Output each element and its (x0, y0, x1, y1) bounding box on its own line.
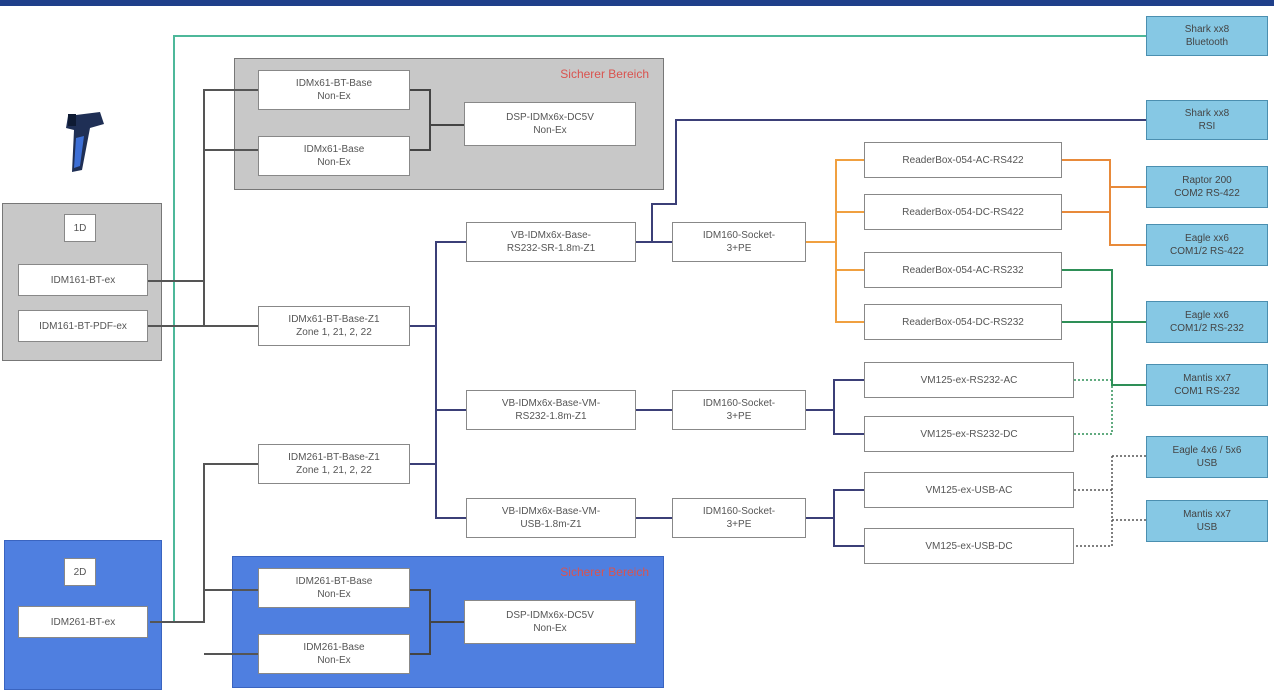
vm125-rs232-ac: VM125-ex-RS232-AC (864, 362, 1074, 398)
target-eagle-rs422: Eagle xx6 COM1/2 RS-422 (1146, 224, 1268, 266)
target-mantis-usb: Mantis xx7 USB (1146, 500, 1268, 542)
wire-1d-to-bases (148, 89, 258, 327)
cable-vb-vm-rs232: VB-IDMx6x-Base-VM- RS232-1.8m-Z1 (466, 390, 636, 430)
base-idmx61-nonex: IDMx61-Base Non-Ex (258, 136, 410, 176)
wire-bottom-bases-to-dsp (410, 589, 464, 655)
barcode-scanner-icon (66, 112, 104, 172)
wire-socket3-vm (806, 489, 864, 547)
header-bar (0, 0, 1274, 6)
wire-z1-to-cables (410, 241, 466, 519)
target-shark-rsi: Shark xx8 RSI (1146, 100, 1268, 140)
base-idm261-bt-nonex: IDM261-BT-Base Non-Ex (258, 568, 410, 608)
scanner-idm261-bt-ex: IDM261-BT-ex (18, 606, 148, 638)
vm125-usb-dc: VM125-ex-USB-DC (864, 528, 1074, 564)
label-1d: 1D (64, 214, 96, 242)
wire-socket1-readerboxes (806, 159, 864, 323)
wire-vm-rs232-mantis (1074, 379, 1113, 435)
target-eagle-rs232: Eagle xx6 COM1/2 RS-232 (1146, 301, 1268, 343)
label-2d: 2D (64, 558, 96, 586)
wire-rs422-targets (1062, 159, 1146, 246)
safe-area-top-label: Sicherer Bereich (560, 67, 649, 81)
target-shark-bluetooth: Shark xx8 Bluetooth (1146, 16, 1268, 56)
target-mantis-rs232: Mantis xx7 COM1 RS-232 (1146, 364, 1268, 406)
base-idmx61-bt-z1: IDMx61-BT-Base-Z1 Zone 1, 21, 2, 22 (258, 306, 410, 346)
cable-vb-rs232-sr: VB-IDMx6x-Base- RS232-SR-1.8m-Z1 (466, 222, 636, 262)
scanner-idm161-bt-pdf-ex: IDM161-BT-PDF-ex (18, 310, 148, 342)
base-idm261-bt-z1: IDM261-BT-Base-Z1 Zone 1, 21, 2, 22 (258, 444, 410, 484)
socket-3: IDM160-Socket- 3+PE (672, 498, 806, 538)
wire-rs232-targets (1062, 269, 1146, 386)
base-idm261-nonex: IDM261-Base Non-Ex (258, 634, 410, 674)
wire-vm-usb-targets (1074, 455, 1146, 547)
vm125-usb-ac: VM125-ex-USB-AC (864, 472, 1074, 508)
cable-vb-vm-usb: VB-IDMx6x-Base-VM- USB-1.8m-Z1 (466, 498, 636, 538)
base-idmx61-bt-nonex: IDMx61-BT-Base Non-Ex (258, 70, 410, 110)
dsp-top: DSP-IDMx6x-DC5V Non-Ex (464, 102, 636, 146)
target-raptor: Raptor 200 COM2 RS-422 (1146, 166, 1268, 208)
readerbox-ac-rs232: ReaderBox-054-AC-RS232 (864, 252, 1062, 288)
readerbox-dc-rs422: ReaderBox-054-DC-RS422 (864, 194, 1062, 230)
vm125-rs232-dc: VM125-ex-RS232-DC (864, 416, 1074, 452)
wire-socket2-vm (806, 379, 864, 435)
scanner-idm161-bt-ex: IDM161-BT-ex (18, 264, 148, 296)
safe-area-bottom-label: Sicherer Bereich (560, 565, 649, 579)
socket-2: IDM160-Socket- 3+PE (672, 390, 806, 430)
wire-top-bases-to-dsp (410, 89, 464, 151)
wire-2d-to-bases (150, 463, 258, 655)
target-eagle-usb: Eagle 4x6 / 5x6 USB (1146, 436, 1268, 478)
socket-1: IDM160-Socket- 3+PE (672, 222, 806, 262)
readerbox-ac-rs422: ReaderBox-054-AC-RS422 (864, 142, 1062, 178)
readerbox-dc-rs232: ReaderBox-054-DC-RS232 (864, 304, 1062, 340)
dsp-bottom: DSP-IDMx6x-DC5V Non-Ex (464, 600, 636, 644)
